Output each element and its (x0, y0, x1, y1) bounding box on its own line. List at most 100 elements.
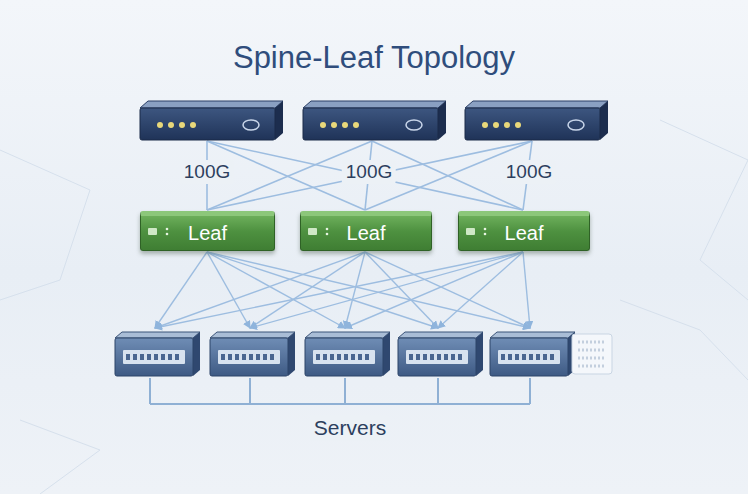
illustration-part (465, 108, 600, 140)
illustration-part (423, 354, 427, 360)
illustration-part (221, 354, 225, 360)
illustration-part (250, 252, 523, 328)
illustration-part (263, 354, 267, 360)
illustration-part (147, 354, 151, 360)
illustration-part (154, 354, 158, 360)
illustration-part (140, 101, 283, 108)
illustration-part (536, 354, 540, 360)
illustration-part (572, 334, 612, 374)
illustration-part (444, 354, 448, 360)
illustration-part (305, 332, 390, 338)
illustration-part (150, 378, 530, 404)
diagram-title: Spine-Leaf Topology (233, 40, 515, 76)
storage-icon (572, 334, 612, 374)
link-speed-label: 100G (502, 160, 556, 184)
illustration-part (493, 122, 499, 128)
illustration-part (482, 122, 488, 128)
illustration-part (275, 101, 283, 140)
illustration-part (179, 122, 185, 128)
servers (115, 332, 575, 376)
illustration-part (320, 122, 326, 128)
illustration-part (126, 354, 130, 360)
illustration-part (157, 122, 163, 128)
illustration-part (543, 354, 547, 360)
port-icon (147, 225, 173, 239)
illustration-part (398, 332, 483, 338)
illustration-part (115, 338, 193, 376)
server-bus (150, 378, 530, 404)
illustration-part (243, 120, 259, 130)
leaf-switch: Leaf (300, 211, 432, 251)
illustration-part (288, 332, 295, 376)
link-speed-label: 100G (180, 160, 234, 184)
illustration-part (0, 150, 90, 300)
illustration-part (210, 338, 288, 376)
illustration-part (476, 332, 483, 376)
illustration-part (337, 354, 341, 360)
illustration-part (508, 354, 512, 360)
illustration-part (398, 338, 476, 376)
illustration-part (155, 252, 207, 328)
illustration-part (660, 120, 748, 300)
illustration-part (250, 252, 365, 328)
illustration-part (155, 252, 365, 328)
illustration-part (501, 354, 505, 360)
illustration-part (133, 354, 137, 360)
leaf-label: Leaf (347, 222, 386, 245)
illustration-part (140, 108, 275, 140)
illustration-part (235, 354, 239, 360)
illustration-part (465, 101, 608, 108)
illustration-part (522, 354, 526, 360)
illustration-part (123, 350, 185, 364)
port-icon (307, 225, 333, 239)
illustration-part (438, 101, 446, 140)
illustration-part (207, 141, 532, 210)
illustration-part (345, 252, 365, 328)
illustration-part (504, 122, 510, 128)
illustration-part (600, 101, 608, 140)
illustration-part (218, 350, 280, 364)
illustration-part (365, 354, 369, 360)
illustration-part (416, 354, 420, 360)
illustration-part (498, 350, 560, 364)
illustration-part (490, 338, 568, 376)
illustration-part (313, 350, 375, 364)
illustration-part (406, 350, 468, 364)
illustration-part (115, 332, 200, 338)
illustration-part (353, 122, 359, 128)
leaf-label: Leaf (505, 222, 544, 245)
illustration-part (383, 332, 390, 376)
illustration-part (303, 101, 446, 108)
illustration-part (345, 252, 523, 328)
illustration-part (330, 354, 334, 360)
illustration-part (193, 332, 200, 376)
illustration-part (568, 120, 584, 130)
illustration-part (228, 354, 232, 360)
illustration-part (20, 420, 100, 494)
illustration-part (270, 354, 274, 360)
illustration-part (316, 354, 320, 360)
illustration-part (578, 342, 606, 366)
illustration-part (523, 252, 530, 328)
illustration-part (303, 108, 438, 140)
port-icon (465, 225, 491, 239)
illustration-part (140, 354, 144, 360)
illustration-part (515, 122, 521, 128)
illustration-part (430, 354, 434, 360)
illustration-part (550, 354, 554, 360)
leaf-switch: Leaf (458, 211, 590, 251)
illustration-part (458, 354, 462, 360)
leaf-switch: Leaf (140, 211, 275, 251)
illustration-part (155, 252, 523, 328)
illustration-part (409, 354, 413, 360)
illustration-part (342, 122, 348, 128)
illustration-part (168, 122, 174, 128)
background-network (0, 120, 748, 494)
illustration-part (620, 300, 748, 380)
illustration-part (210, 332, 295, 338)
illustration-part (256, 354, 260, 360)
illustration-part (242, 354, 246, 360)
illustration-part (490, 332, 575, 338)
illustration-part (358, 354, 362, 360)
illustration-part (207, 252, 530, 328)
